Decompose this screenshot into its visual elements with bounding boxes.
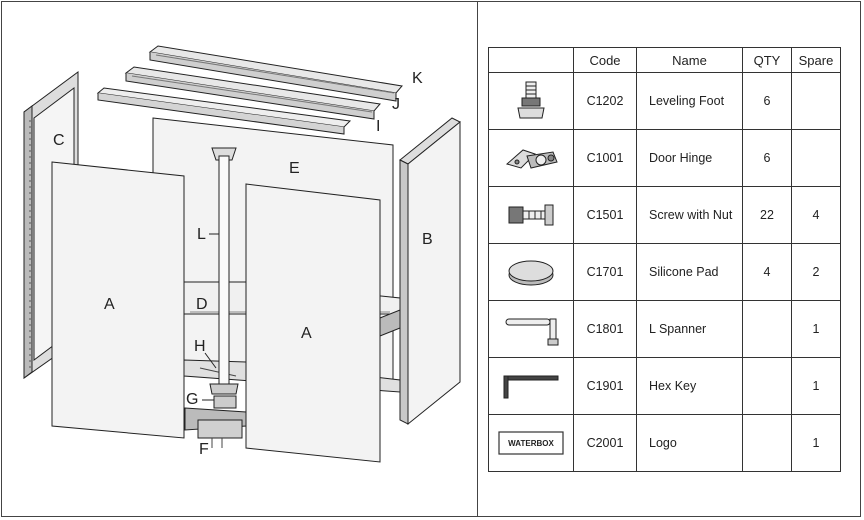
label-j: J — [392, 96, 400, 113]
row-name: Door Hinge — [636, 129, 743, 187]
row-name: Logo — [636, 414, 743, 472]
row-qty: 4 — [742, 243, 792, 301]
table-row: C1701 Silicone Pad 4 2 — [488, 243, 841, 301]
label-h: H — [194, 338, 206, 355]
exploded-diagram: K J I C E B L A D A H G F — [23, 45, 461, 463]
label-d: D — [196, 296, 208, 313]
row-spare — [791, 72, 841, 130]
header-qty: QTY — [742, 47, 792, 73]
part-a-right-door — [245, 183, 381, 463]
row-code: C1501 — [573, 186, 637, 244]
row-code: C1901 — [573, 357, 637, 415]
row-spare: 4 — [791, 186, 841, 244]
label-f: F — [199, 441, 209, 458]
row-code: C1801 — [573, 300, 637, 358]
label-i: I — [376, 118, 381, 135]
table-row: C1202 Leveling Foot 6 — [488, 72, 841, 130]
table-row: C1801 L Spanner 1 — [488, 300, 841, 358]
row-name: Silicone Pad — [636, 243, 743, 301]
page-divider — [477, 1, 478, 517]
row-code: C1202 — [573, 72, 637, 130]
part-f-frame — [197, 419, 243, 439]
row-spare: 1 — [791, 414, 841, 472]
row-name: Leveling Foot — [636, 72, 743, 130]
label-l: L — [197, 226, 206, 243]
label-g: G — [186, 391, 199, 408]
row-name: Screw with Nut — [636, 186, 743, 244]
table-row: WATERBOX C2001 Logo 1 — [488, 414, 841, 472]
row-name: L Spanner — [636, 300, 743, 358]
row-spare: 1 — [791, 300, 841, 358]
label-b: B — [422, 231, 433, 248]
door-hinge-icon — [488, 129, 574, 187]
label-a-right: A — [301, 325, 312, 342]
part-g-bracket — [213, 395, 237, 409]
part-i-rail — [96, 87, 352, 128]
row-spare — [791, 129, 841, 187]
header-image — [488, 47, 574, 73]
parts-table: Code Name QTY Spare C1202 Leveling Foot … — [488, 47, 841, 472]
label-e: E — [289, 160, 300, 177]
row-qty: 6 — [742, 72, 792, 130]
row-name: Hex Key — [636, 357, 743, 415]
row-qty: 6 — [742, 129, 792, 187]
row-qty — [742, 414, 792, 472]
leveling-foot-icon — [488, 72, 574, 130]
exploded-diagram-drawing — [23, 45, 461, 463]
hex-key-icon — [488, 357, 574, 415]
part-a-left-door — [51, 161, 185, 439]
header-name: Name — [636, 47, 743, 73]
row-code: C1701 — [573, 243, 637, 301]
header-spare: Spare — [791, 47, 841, 73]
row-code: C2001 — [573, 414, 637, 472]
row-spare: 1 — [791, 357, 841, 415]
silicone-pad-icon — [488, 243, 574, 301]
row-code: C1001 — [573, 129, 637, 187]
part-l-post — [218, 155, 230, 389]
logo-icon: WATERBOX — [488, 414, 574, 472]
label-c: C — [53, 132, 65, 149]
l-spanner-icon — [488, 300, 574, 358]
header-code: Code — [573, 47, 637, 73]
screw-with-nut-icon — [488, 186, 574, 244]
table-header-row: Code Name QTY Spare — [488, 47, 841, 73]
label-a-left: A — [104, 296, 115, 313]
table-row: C1001 Door Hinge 6 — [488, 129, 841, 187]
row-spare: 2 — [791, 243, 841, 301]
label-k: K — [412, 70, 423, 87]
row-qty: 22 — [742, 186, 792, 244]
row-qty — [742, 357, 792, 415]
row-qty — [742, 300, 792, 358]
logo-text: WATERBOX — [508, 439, 554, 448]
table-row: C1501 Screw with Nut 22 4 — [488, 186, 841, 244]
table-row: C1901 Hex Key 1 — [488, 357, 841, 415]
